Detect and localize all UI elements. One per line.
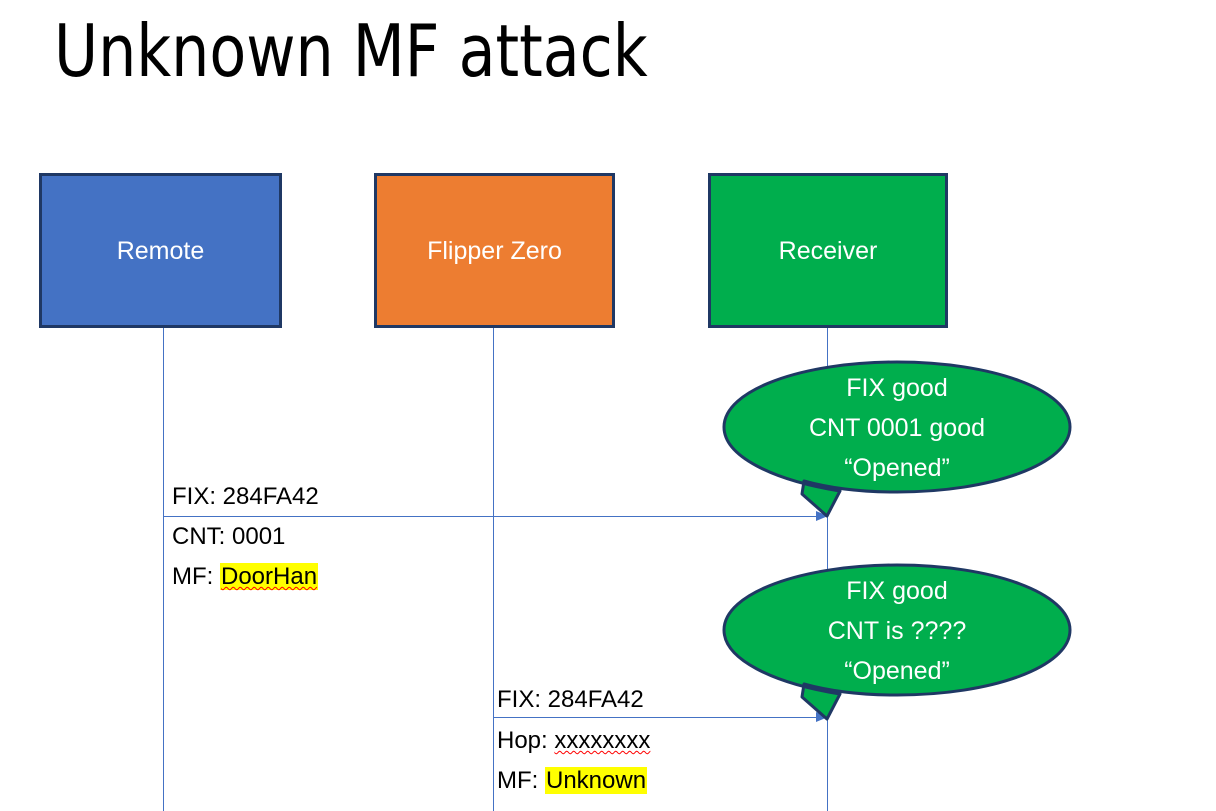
callout-1-line-1: FIX good (846, 374, 948, 402)
message-1-line-cnt: CNT: 0001 (172, 517, 285, 557)
callout-bubble-shape (722, 563, 1072, 721)
message-arrow-remote-to-receiver (163, 511, 828, 521)
callout-1-line-2: CNT 0001 good (808, 414, 986, 442)
callout-receiver-1[interactable]: FIX good CNT 0001 good “Opened” (722, 360, 1072, 523)
arrow-head-icon (816, 511, 828, 521)
lifeline-remote (163, 328, 164, 811)
message-2-fix-label: FIX: (497, 686, 548, 713)
actor-box-flipper-zero[interactable]: Flipper Zero (374, 173, 615, 328)
callout-2-line-2: CNT is ???? (827, 617, 967, 645)
message-2-hop-label: Hop: (497, 727, 555, 754)
actor-label-flipper-zero: Flipper Zero (427, 236, 562, 265)
callout-2-text: FIX good CNT is ???? “Opened” (722, 571, 1072, 691)
arrow-head-icon (816, 712, 828, 722)
message-2-line-mf: MF: Unknown (497, 761, 648, 801)
actor-box-remote[interactable]: Remote (39, 173, 282, 328)
callout-2-line-3: “Opened” (844, 657, 950, 685)
message-1-cnt-label: CNT: (172, 523, 232, 550)
message-2-hop-value: xxxxxxxx (554, 727, 651, 754)
page-title: Unknown MF attack (54, 9, 648, 93)
actor-label-remote: Remote (116, 236, 205, 265)
message-2-mf-label: MF: (497, 767, 545, 794)
message-1-line-mf: MF: DoorHan (172, 557, 319, 597)
lifeline-flipper-zero (493, 328, 494, 811)
callout-bubble-shape (722, 360, 1072, 518)
message-1-fix-label: FIX: (172, 483, 223, 510)
actor-label-receiver: Receiver (778, 236, 878, 265)
message-1-cnt-value: 0001 (232, 523, 286, 550)
callout-1-line-3: “Opened” (844, 454, 950, 482)
message-2-mf-value: Unknown (545, 767, 648, 794)
callout-1-text: FIX good CNT 0001 good “Opened” (722, 368, 1072, 488)
message-arrow-flipper-to-receiver (493, 712, 828, 722)
message-2-line-hop: Hop: xxxxxxxx (497, 721, 650, 761)
message-2-line-fix: FIX: 284FA42 (497, 680, 644, 720)
message-1-line-fix: FIX: 284FA42 (172, 477, 319, 517)
message-1-fix-value: 284FA42 (222, 483, 319, 510)
message-1-mf-label: MF: (172, 563, 220, 590)
callout-receiver-2[interactable]: FIX good CNT is ???? “Opened” (722, 563, 1072, 726)
actor-box-receiver[interactable]: Receiver (708, 173, 948, 328)
message-2-fix-value: 284FA42 (547, 686, 644, 713)
callout-2-line-1: FIX good (846, 577, 948, 605)
message-1-mf-value: DoorHan (220, 563, 319, 590)
